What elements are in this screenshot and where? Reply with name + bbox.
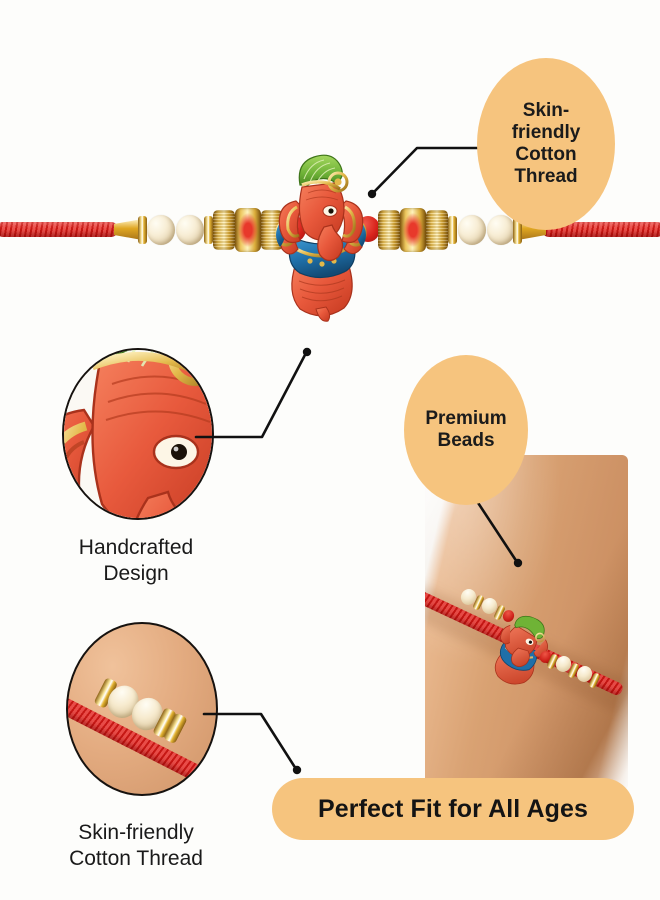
banner-perfect-fit: Perfect Fit for All Ages: [272, 778, 634, 840]
inset-skin-friendly-cotton-thread: [66, 622, 218, 796]
caption-line: Handcrafted: [78, 536, 194, 559]
caption-line: Design: [103, 562, 169, 586]
main-rakhi-product: [0, 154, 660, 322]
pearl-bead: [458, 215, 486, 245]
callout-line: Skin-: [522, 99, 570, 121]
gold-filigree-bead: [426, 210, 448, 250]
red-enamel-bead: [400, 208, 426, 252]
gold-ring: [513, 216, 522, 244]
caption-handcrafted-design: Handcrafted Design: [38, 535, 234, 588]
banner-text: Perfect Fit for All Ages: [317, 794, 589, 823]
pearl-bead: [147, 215, 175, 245]
red-enamel-bead: [235, 208, 261, 252]
caption-line: Skin-friendly: [78, 821, 194, 844]
gold-filigree-bead: [378, 210, 400, 250]
caption-skin-friendly-cotton-thread: Skin-friendly Cotton Thread: [32, 820, 240, 873]
ganesha-pendant-worn: [477, 606, 562, 698]
gold-filigree-bead: [213, 210, 235, 250]
callout-line: Premium: [425, 407, 507, 429]
gold-ring: [448, 216, 457, 244]
gold-cap-left: [114, 219, 142, 240]
callout-skin-friendly-cotton-thread: Skin- friendly Cotton Thread: [477, 58, 615, 230]
ganesha-face-closeup: [64, 350, 212, 518]
caption-line: Cotton Thread: [69, 847, 203, 871]
callout-line: Cotton: [515, 144, 577, 165]
gold-ring: [138, 216, 147, 244]
rakhi-thread-right: [542, 222, 660, 237]
callout-line: friendly: [511, 121, 581, 143]
wrist-photo: [425, 455, 628, 790]
callout-line: Thread: [514, 166, 578, 188]
pearl-bead: [487, 215, 515, 245]
gold-ring: [204, 216, 213, 244]
callout-premium-beads: Premium Beads: [404, 355, 528, 505]
rakhi-thread-left: [0, 222, 118, 237]
callout-line: Beads: [437, 430, 495, 451]
inset-handcrafted-design: [62, 348, 214, 520]
pearl-bead: [176, 215, 204, 245]
ganesha-pendant: [266, 151, 378, 331]
